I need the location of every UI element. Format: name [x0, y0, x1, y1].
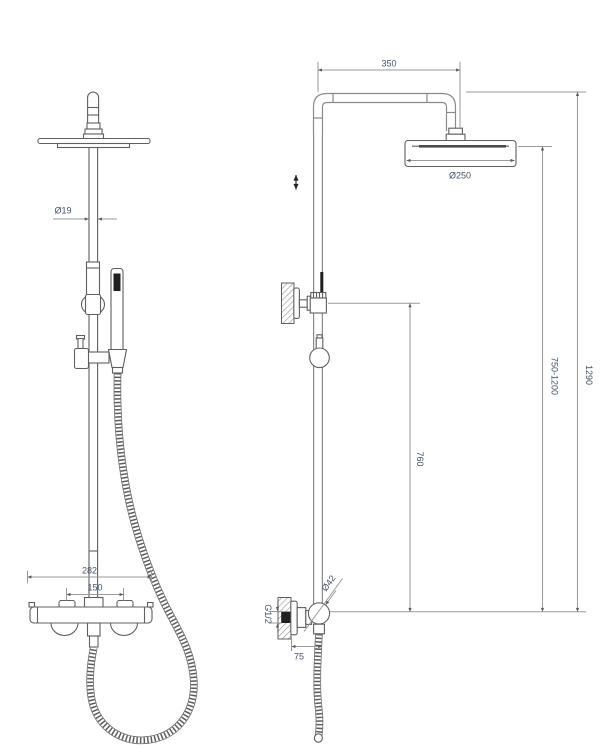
dim-pipe-diameter: Ø19: [53, 206, 117, 221]
dim-inlet-spacing-label: 150: [87, 583, 102, 593]
dim-overall-height-label: 1290: [584, 365, 594, 385]
dim-arm-reach-label: 350: [381, 59, 396, 69]
dim-wall-offset: 75: [291, 637, 323, 662]
slider-ball-joint: [80, 261, 106, 316]
dim-arm-reach: 350: [317, 59, 461, 128]
overhead-shower-head-front: [37, 137, 151, 149]
riser-pipe: [88, 145, 99, 608]
dim-head-diameter-label: Ø250: [449, 171, 471, 181]
slider-bracket: [73, 334, 90, 370]
dim-mixer-width-label: 282: [82, 566, 97, 576]
dim-pipe-diameter-label: Ø19: [54, 206, 71, 216]
hand-shower: [86, 267, 128, 374]
outlet-hose: [313, 633, 324, 743]
thermostatic-mixer: [28, 596, 154, 648]
dim-outlet-height-label: 760: [415, 451, 425, 466]
wall-elbow-connection: [277, 597, 331, 640]
side-view: 350 Ø250 760 750-1200 1290 Ø42: [263, 59, 594, 743]
arm-end-front: [82, 91, 105, 140]
dim-outlet-height: 760: [408, 303, 425, 612]
shower-hose: [86, 372, 198, 745]
shower-arm: [312, 92, 466, 142]
front-view: Ø19 282 150: [27, 91, 198, 745]
wall-bracket: [281, 282, 315, 324]
dim-wall-thread: G1/2: [263, 601, 282, 633]
dim-wall-thread-label: G1/2: [263, 604, 273, 624]
dim-mixer-width: 282: [27, 566, 152, 584]
dim-head-height-range: 750-1200: [540, 146, 560, 612]
overhead-shower-head-side: [404, 139, 517, 168]
dim-overall-height: 1290: [575, 91, 594, 612]
diverter-knob: [309, 334, 330, 369]
dim-inlet-spacing: 150: [66, 583, 124, 601]
height-adjust-clamp: [309, 291, 327, 314]
dim-head-diameter: Ø250: [406, 158, 515, 181]
dim-head-height-range-label: 750-1200: [550, 357, 560, 395]
dim-wall-offset-label: 75: [294, 652, 304, 662]
